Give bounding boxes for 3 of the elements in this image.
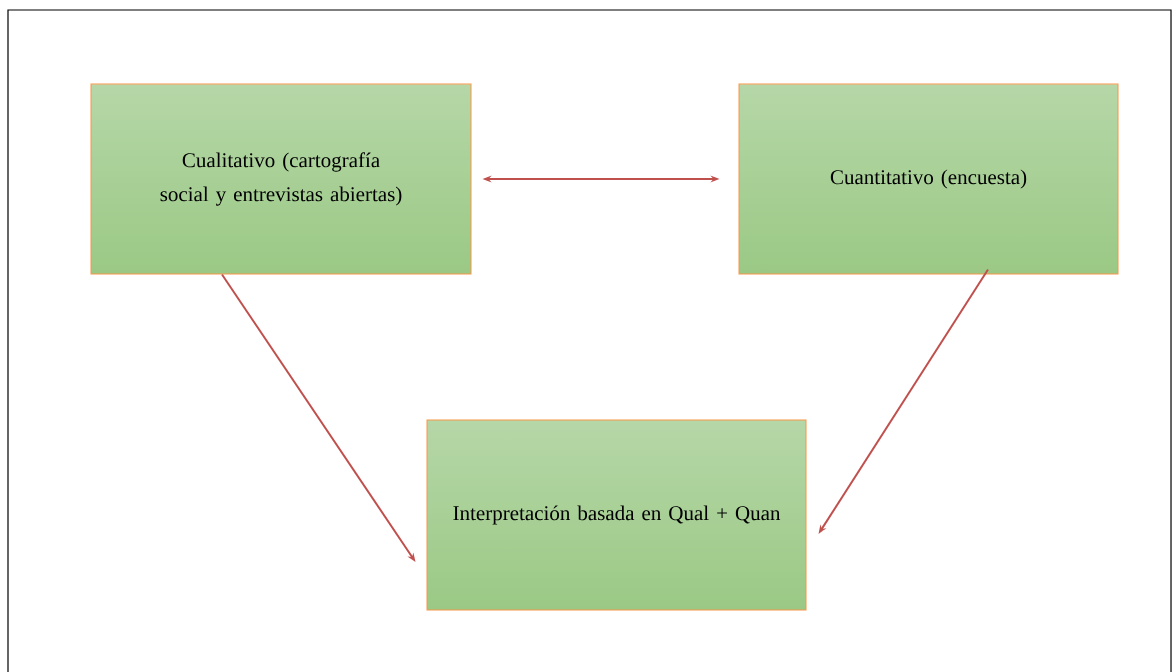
process-box: Cualitativo (cartografía social y entrevistas abiertas)	[90, 83, 472, 275]
process-box: Interpretación basada en Qual + Quan	[426, 419, 807, 611]
process-box: Cuantitativo (encuesta)	[738, 83, 1119, 275]
